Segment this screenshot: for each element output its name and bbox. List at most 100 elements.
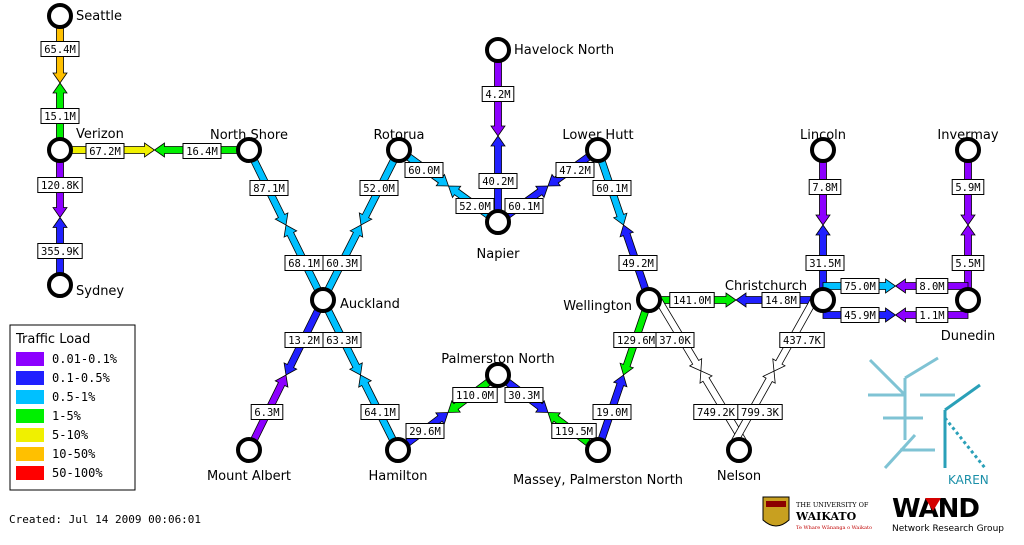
svg-text:75.0M: 75.0M [844, 281, 876, 293]
bandwidth-label: 67.2M [85, 143, 125, 159]
karen-logo-text: KAREN [948, 473, 989, 487]
node-circle[interactable] [585, 137, 611, 163]
bandwidth-label: 52.0M [359, 180, 399, 196]
svg-text:63.3M: 63.3M [326, 335, 358, 347]
legend-label: 10-50% [52, 447, 96, 461]
node-circle[interactable] [236, 437, 262, 463]
node-lowerhutt[interactable]: Lower Hutt [562, 128, 634, 163]
node-hamilton[interactable]: Hamilton [369, 437, 428, 484]
node-label: Invermay [937, 128, 999, 143]
node-label: Massey, Palmerston North [513, 473, 683, 488]
legend-swatch [16, 409, 44, 423]
legend-label: 5-10% [52, 428, 89, 442]
svg-text:49.2M: 49.2M [622, 258, 654, 270]
node-label: North Shore [210, 128, 288, 143]
node-circle[interactable] [810, 137, 836, 163]
svg-text:65.4M: 65.4M [44, 44, 76, 56]
waikato-line1: THE UNIVERSITY OF [796, 501, 869, 509]
node-auckland[interactable]: Auckland [310, 287, 400, 313]
svg-text:5.9M: 5.9M [955, 182, 980, 194]
legend-label: 0.1-0.5% [52, 371, 111, 385]
node-circle[interactable] [726, 437, 752, 463]
node-label: Verizon [76, 127, 124, 142]
node-circle[interactable] [47, 272, 73, 298]
node-mountalbert[interactable]: Mount Albert [207, 437, 291, 484]
svg-text:6.3M: 6.3M [254, 407, 279, 419]
node-nelson[interactable]: Nelson [717, 437, 761, 484]
node-label: Wellington [563, 299, 632, 314]
node-havelock[interactable]: Havelock North [485, 37, 614, 63]
bandwidth-label: 129.6M [613, 332, 659, 348]
svg-text:68.1M: 68.1M [288, 258, 320, 270]
svg-text:8.0M: 8.0M [919, 281, 944, 293]
node-circle[interactable] [485, 362, 511, 388]
wand-logo-mark [925, 498, 941, 511]
node-circle[interactable] [955, 287, 981, 313]
svg-text:129.6M: 129.6M [617, 335, 655, 347]
node-label: Sydney [76, 284, 124, 299]
node-dunedin[interactable]: Dunedin [941, 287, 996, 344]
bandwidth-label: 749.2K [693, 404, 739, 420]
svg-text:52.0M: 52.0M [363, 183, 395, 195]
node-verizon[interactable]: Verizon [47, 127, 124, 163]
node-invermay[interactable]: Invermay [937, 128, 999, 163]
bandwidth-label: 29.6M [405, 423, 445, 439]
node-palmerston[interactable]: Palmerston North [441, 352, 555, 388]
node-lincoln[interactable]: Lincoln [800, 128, 846, 163]
bandwidth-label: 75.0M [840, 278, 880, 294]
node-label: Christchurch [725, 279, 807, 294]
bandwidth-label: 799.3K [737, 404, 783, 420]
bandwidth-label: 60.3M [322, 255, 362, 271]
node-circle[interactable] [810, 287, 836, 313]
bandwidth-label: 5.5M [951, 255, 985, 271]
bandwidth-label: 63.3M [322, 332, 362, 348]
node-circle[interactable] [385, 437, 411, 463]
waikato-line2: WAIKATO [795, 510, 857, 523]
bandwidth-label: 52.0M [455, 198, 495, 214]
bandwidth-label: 15.1M [40, 108, 80, 124]
node-circle[interactable] [236, 137, 262, 163]
bandwidth-label: 60.1M [592, 180, 632, 196]
node-circle[interactable] [585, 437, 611, 463]
legend-items: 0.01-0.1%0.1-0.5%0.5-1%1-5%5-10%10-50%50… [16, 352, 118, 480]
svg-text:5.5M: 5.5M [955, 258, 980, 270]
node-napier[interactable]: Napier [477, 209, 521, 262]
bandwidth-label: 1.1M [915, 307, 949, 323]
legend-swatch [16, 371, 44, 385]
svg-text:14.8M: 14.8M [765, 295, 797, 307]
node-seattle[interactable]: Seattle [47, 3, 122, 29]
node-sydney[interactable]: Sydney [47, 272, 124, 299]
bandwidth-label: 47.2M [555, 162, 595, 178]
svg-text:60.3M: 60.3M [326, 258, 358, 270]
svg-text:799.3K: 799.3K [741, 407, 780, 419]
svg-text:29.6M: 29.6M [409, 426, 441, 438]
svg-text:110.0M: 110.0M [456, 390, 494, 402]
node-circle[interactable] [47, 3, 73, 29]
bandwidth-label: 5.9M [951, 179, 985, 195]
node-northshore[interactable]: North Shore [210, 128, 288, 163]
node-wellington[interactable]: Wellington [563, 287, 662, 314]
svg-text:4.2M: 4.2M [485, 89, 510, 101]
bandwidth-label: 30.3M [504, 387, 544, 403]
node-label: Hamilton [369, 469, 428, 484]
svg-text:60.1M: 60.1M [596, 183, 628, 195]
bandwidth-label: 16.4M [182, 143, 222, 159]
bandwidth-label: 355.9K [37, 243, 83, 259]
node-circle[interactable] [485, 209, 511, 235]
node-circle[interactable] [955, 137, 981, 163]
node-circle[interactable] [386, 137, 412, 163]
bandwidth-label: 64.1M [360, 404, 400, 420]
bandwidth-label: 40.2M [478, 173, 518, 189]
node-christchurch[interactable]: Christchurch [725, 279, 836, 313]
node-rotorua[interactable]: Rotorua [373, 128, 425, 163]
svg-text:355.9K: 355.9K [41, 246, 80, 258]
node-circle[interactable] [47, 137, 73, 163]
svg-text:13.2M: 13.2M [288, 335, 320, 347]
node-circle[interactable] [636, 287, 662, 313]
svg-text:60.1M: 60.1M [508, 201, 540, 213]
node-label: Dunedin [941, 329, 996, 344]
traffic-load-legend: Traffic Load 0.01-0.1%0.1-0.5%0.5-1%1-5%… [9, 324, 136, 491]
node-circle[interactable] [485, 37, 511, 63]
node-circle[interactable] [310, 287, 336, 313]
node-massey[interactable]: Massey, Palmerston North [513, 437, 683, 488]
